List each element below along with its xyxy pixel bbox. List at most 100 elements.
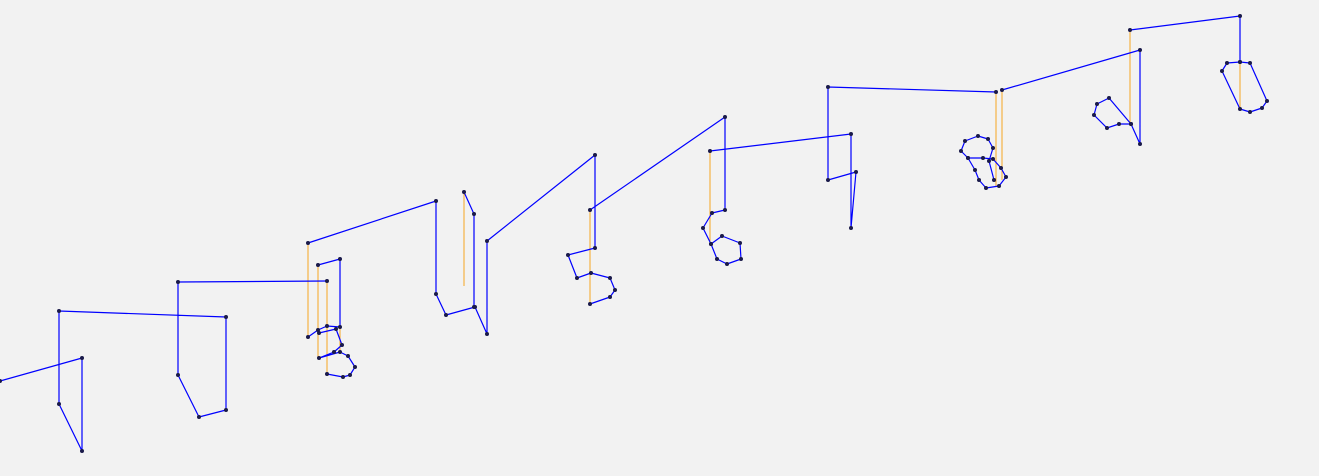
digit-3-bottom-path <box>318 328 356 378</box>
trajectory-point <box>346 354 350 358</box>
trajectory-point <box>197 415 201 419</box>
connector-layer <box>58 16 1241 451</box>
trajectory-point <box>176 373 180 377</box>
trajectory-point <box>723 208 727 212</box>
trajectory-point <box>709 242 713 246</box>
trajectory-point <box>1138 142 1142 146</box>
trajectory-point <box>608 276 612 280</box>
trajectory-point <box>472 212 476 216</box>
trajectory-point <box>176 280 180 284</box>
trajectory-point <box>589 271 593 275</box>
trajectory-point <box>575 276 579 280</box>
trajectory-point <box>991 146 995 150</box>
trajectory-point <box>997 184 1001 188</box>
trajectory-point <box>485 332 489 336</box>
trajectory-point <box>1238 107 1242 111</box>
trajectory-point <box>1107 96 1111 100</box>
trajectory-point <box>332 350 336 354</box>
trajectory-point <box>566 253 570 257</box>
trajectory-point <box>341 375 345 379</box>
trajectory-point <box>338 257 342 261</box>
trajectory-point <box>462 190 466 194</box>
trajectory-point <box>224 315 228 319</box>
trajectory-point <box>1138 48 1142 52</box>
stroke-1-path <box>0 280 328 452</box>
digit-4-top-path <box>463 191 475 307</box>
trajectory-point <box>1004 175 1008 179</box>
stroke-2-path <box>307 154 616 335</box>
trajectory-point <box>444 313 448 317</box>
trajectory-point <box>992 178 996 182</box>
trajectory-point <box>710 211 714 215</box>
trajectory-point <box>588 208 592 212</box>
trajectory-point <box>1129 122 1133 126</box>
trajectory-point <box>588 302 592 306</box>
trajectory-point <box>725 262 729 266</box>
trajectory-point <box>1248 110 1252 114</box>
trajectory-point <box>826 178 830 182</box>
trajectory-point <box>338 325 342 329</box>
trajectory-point <box>0 379 2 383</box>
trajectory-point <box>708 149 712 153</box>
trajectory-point <box>485 239 489 243</box>
trajectory-point <box>348 373 352 377</box>
trajectory-point <box>984 186 988 190</box>
trajectory-point <box>986 137 990 141</box>
trajectory-point <box>1265 99 1269 103</box>
trajectory-point <box>1000 88 1004 92</box>
trajectory-point <box>739 257 743 261</box>
trajectory-point <box>973 168 977 172</box>
trajectory-point <box>715 257 719 261</box>
trajectory-point <box>966 156 970 160</box>
trajectory-point <box>353 365 357 369</box>
trajectory-point <box>57 309 61 313</box>
trajectory-point <box>977 178 981 182</box>
trajectory-point <box>340 343 344 347</box>
trajectory-point <box>963 139 967 143</box>
trajectory-point <box>306 335 310 339</box>
trajectory-point <box>434 199 438 203</box>
trajectory-point <box>317 331 321 335</box>
trajectory-point <box>1260 106 1264 110</box>
trajectory-point <box>987 159 991 163</box>
stroke-6-path <box>1129 15 1268 113</box>
trajectory-point <box>959 149 963 153</box>
trajectory-point <box>1248 61 1252 65</box>
trajectory-point <box>1238 60 1242 64</box>
stroke-path-layer <box>0 15 1268 452</box>
trajectory-point <box>738 241 742 245</box>
trajectory-point <box>224 408 228 412</box>
trajectory-point <box>701 226 705 230</box>
trajectory-point <box>723 115 727 119</box>
trajectory-point <box>849 226 853 230</box>
trajectory-point <box>991 157 995 161</box>
trajectory-point <box>338 350 342 354</box>
trajectory-point <box>80 356 84 360</box>
trajectory-point <box>593 153 597 157</box>
trajectory-point <box>306 241 310 245</box>
trajectory-point <box>854 170 858 174</box>
trajectory-point <box>1117 122 1121 126</box>
digit-8-path <box>960 135 1007 189</box>
stroke-4-path <box>709 86 997 229</box>
trajectory-point <box>334 327 338 331</box>
stroke-point-layer <box>0 14 1269 453</box>
trajectory-point <box>1105 126 1109 130</box>
trajectory-point <box>472 305 476 309</box>
trajectory-point <box>613 288 617 292</box>
trajectory-point <box>434 292 438 296</box>
trajectory-point <box>316 263 320 267</box>
trajectory-point <box>1225 61 1229 65</box>
trajectory-point <box>720 234 724 238</box>
trajectory-point <box>317 356 321 360</box>
trajectory-point <box>849 132 853 136</box>
trajectory-point <box>325 372 329 376</box>
trajectory-point <box>80 449 84 453</box>
trajectory-point <box>1092 113 1096 117</box>
trajectory-point <box>999 166 1003 170</box>
trajectory-point <box>325 324 329 328</box>
trajectory-point <box>826 85 830 89</box>
trajectory-point <box>57 402 61 406</box>
